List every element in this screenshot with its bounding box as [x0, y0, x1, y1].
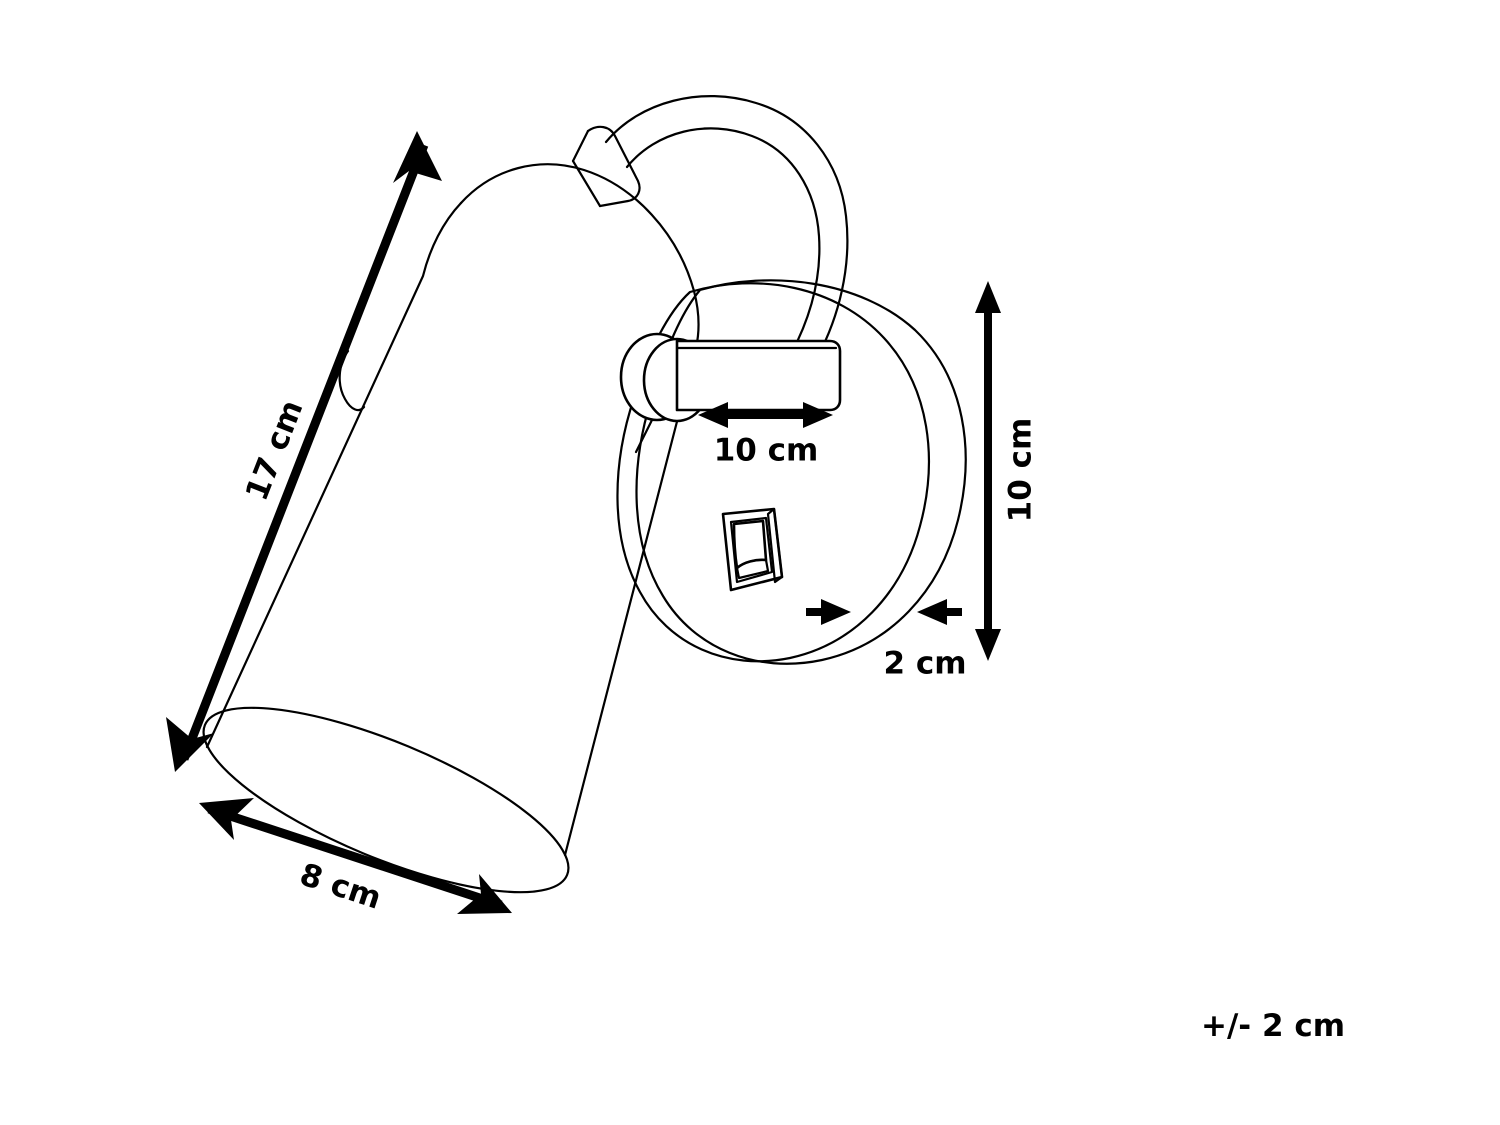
shade-opening-ellipse: [202, 706, 570, 894]
dimension-17cm-arrowhead-bottom: [166, 717, 214, 772]
switch-plate-bevel: [766, 507, 784, 584]
dimension-10cm-projection-arrowhead-right: [803, 402, 833, 428]
lamp-shade: [202, 163, 700, 894]
dimension-17cm-line: [179, 143, 429, 761]
stem-block: [586, 125, 641, 208]
dimension-10cm-projection: 10 cm: [698, 402, 833, 469]
shade-left-profile: [205, 201, 463, 749]
cable-outer-arc: [604, 95, 849, 358]
dimension-2cm-depth-label: 2 cm: [883, 646, 966, 682]
dimension-8cm: 8 cm: [199, 798, 512, 917]
dimension-10cm-projection-arrowhead-left: [698, 402, 728, 428]
dimension-8cm-line: [207, 804, 503, 910]
dimension-17cm-arrowhead-top: [393, 131, 442, 183]
dimension-2cm-depth-arrowhead-left: [821, 599, 851, 625]
power-cable: [604, 95, 849, 358]
stem-bottom-edge: [571, 159, 602, 208]
dimension-2cm-depth: 2 cm: [806, 599, 967, 682]
dimension-8cm-arrowhead-right: [457, 874, 512, 914]
switch-paddle-lip: [735, 558, 770, 580]
dimension-17cm: 17 cm: [166, 131, 442, 772]
dimension-10cm-diameter: 10 cm: [975, 281, 1039, 661]
dimension-2cm-depth-arrowhead-right: [917, 599, 947, 625]
dimension-10cm-projection-label: 10 cm: [714, 433, 819, 469]
dimension-10cm-diameter-label: 10 cm: [1003, 418, 1039, 523]
stem-left-edge: [571, 129, 590, 163]
shade-right-profile: [459, 163, 700, 857]
backplate-rear-ellipse: [635, 279, 967, 665]
cable-inner-arc: [625, 127, 821, 356]
dimension-10cm-diameter-arrowhead-bottom: [975, 629, 1001, 661]
wall-backplate: [616, 279, 967, 665]
shade-stem: [571, 125, 641, 208]
adjustment-joint: [619, 332, 842, 454]
joint-to-shade-link: [634, 418, 654, 454]
tolerance-note: +/- 2 cm: [1201, 1008, 1345, 1044]
dimension-8cm-arrowhead-left: [199, 798, 254, 840]
dimension-17cm-label: 17 cm: [239, 395, 311, 506]
rocker-switch[interactable]: [721, 507, 784, 592]
dimension-10cm-diameter-arrowhead-top: [975, 281, 1001, 313]
joint-arm-block: [675, 339, 842, 412]
backplate-front-ellipse: [616, 282, 930, 663]
